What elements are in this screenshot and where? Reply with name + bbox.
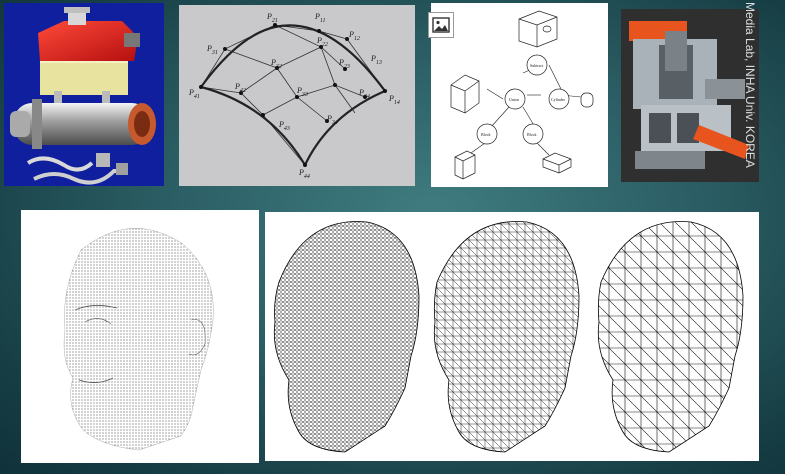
point-p43: P43 xyxy=(278,120,290,132)
tree-node-cylinder: Cylinder xyxy=(551,97,566,102)
engine-cutaway-image xyxy=(621,9,759,182)
engine-component-image xyxy=(4,3,164,186)
point-p34: P34 xyxy=(326,114,338,126)
point-p32: P32 xyxy=(270,58,282,70)
csg-tree-diagram: Subtract Union Cylinder Block Block xyxy=(431,3,608,187)
credit-text: Media Lab, INHA Univ. KOREA xyxy=(743,2,757,168)
tree-node-root: Subtract xyxy=(530,63,544,68)
mesh-head-dense xyxy=(273,221,420,453)
image-icon[interactable] xyxy=(428,12,454,38)
point-p41: P41 xyxy=(188,88,200,100)
point-p33: P33 xyxy=(296,86,308,98)
tree-node-block-a: Block xyxy=(481,132,491,137)
mesh-head-coarse xyxy=(597,221,744,453)
point-p14: P14 xyxy=(388,94,400,106)
point-p23: P23 xyxy=(338,58,350,70)
mesh-head-medium xyxy=(433,221,580,453)
point-p12: P12 xyxy=(348,30,360,42)
tree-node-block-b: Block xyxy=(527,132,537,137)
mesh-resolution-comparison-image xyxy=(265,212,759,461)
point-p42: P42 xyxy=(234,82,246,94)
bezier-patch-diagram: P41 P31 P21 P11 P12 P13 P14 P22 P32 P23 … xyxy=(179,5,415,186)
point-p31: P31 xyxy=(206,44,218,56)
point-p11: P11 xyxy=(314,12,325,24)
point-p24: P24 xyxy=(358,88,370,100)
tree-node-union: Union xyxy=(509,97,519,102)
point-p21: P21 xyxy=(266,12,278,24)
point-p22: P22 xyxy=(316,36,328,48)
point-p13: P13 xyxy=(370,54,382,66)
point-cloud-head-image xyxy=(21,210,259,463)
point-p44: P44 xyxy=(298,168,310,180)
